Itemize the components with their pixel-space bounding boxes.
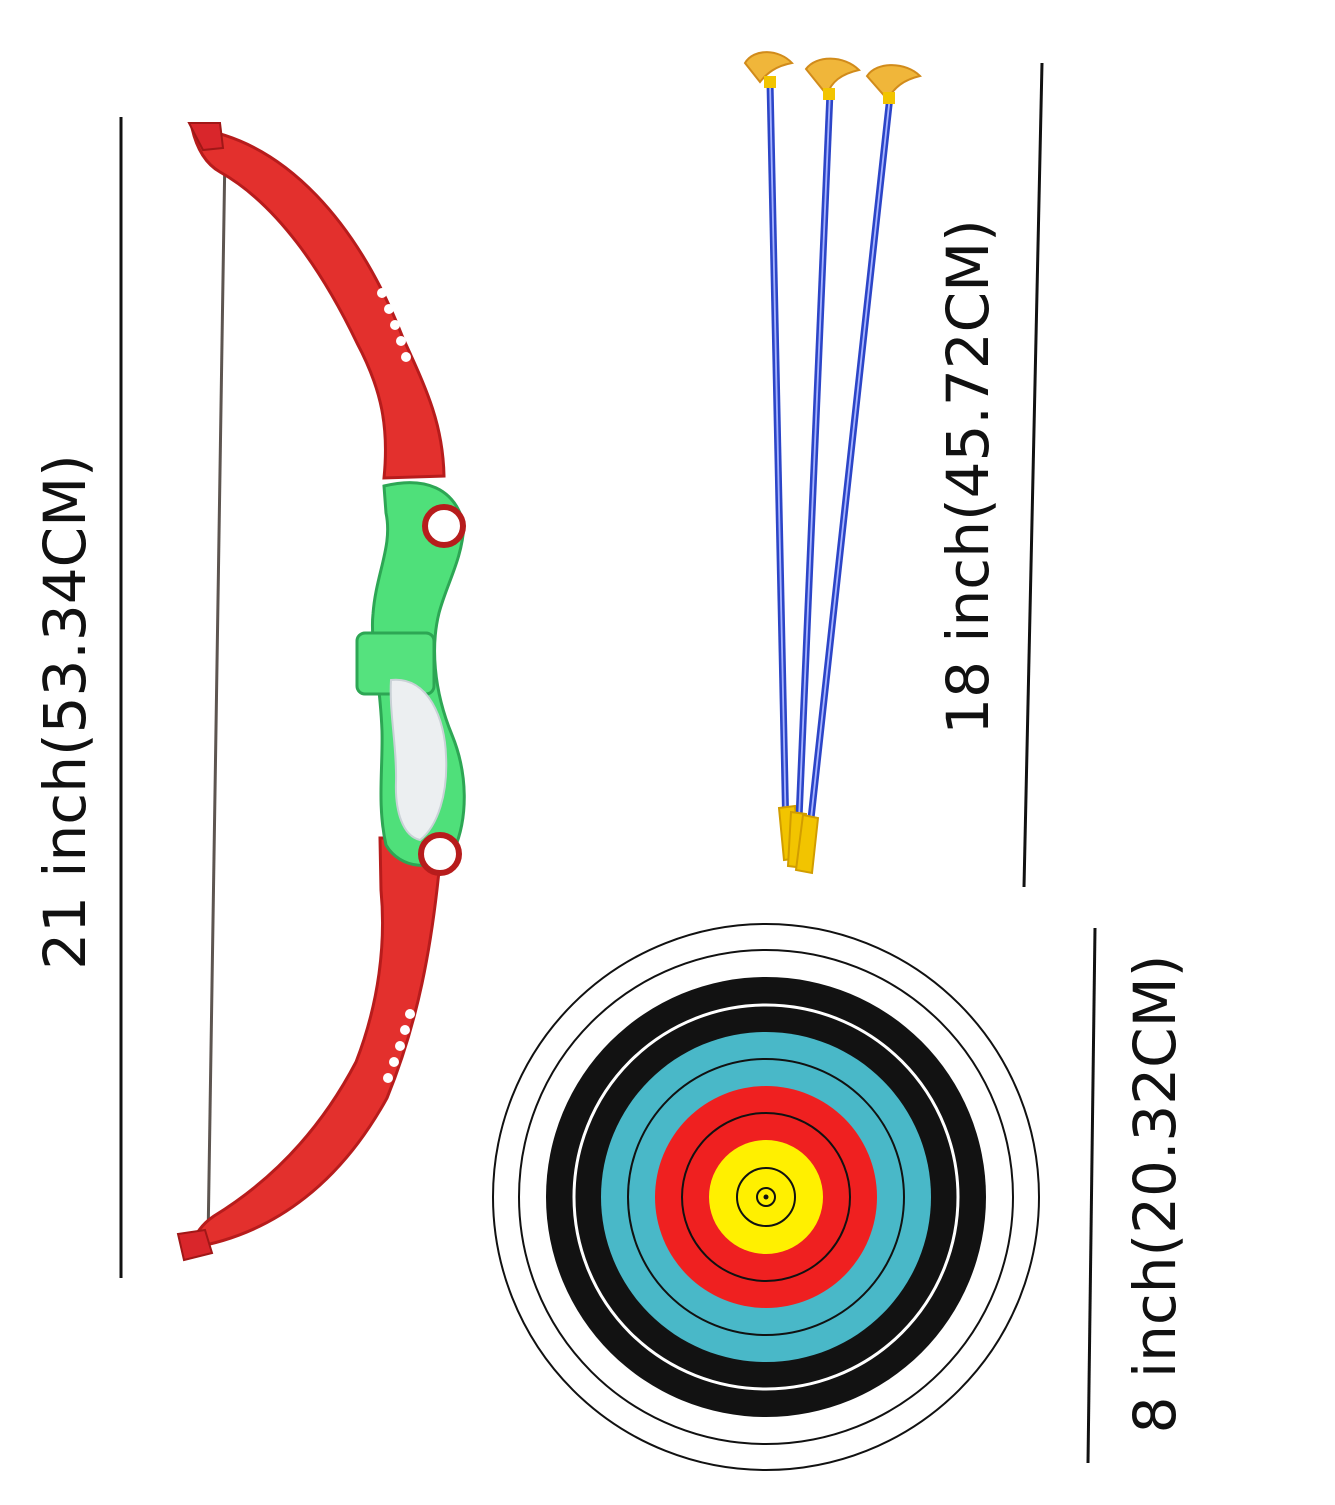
arrow-right: [794, 64, 922, 875]
archery-target: [492, 923, 1040, 1471]
target-yellow-divider: [736, 1167, 796, 1227]
arrow-left: [743, 51, 802, 862]
bow-dimension-label: 21 inch(53.34CM): [31, 454, 99, 970]
bow-string: [206, 149, 227, 1243]
arrow-center: [786, 57, 861, 870]
upper-limb-bolt: [422, 504, 466, 548]
target-red-divider: [681, 1112, 851, 1282]
lower-bow-tip: [176, 1228, 214, 1262]
target-blue-divider: [627, 1058, 905, 1336]
upper-bow-tip: [187, 122, 225, 152]
bow-limb-holes: [377, 288, 415, 1083]
arrow-measure-line: [1022, 62, 1044, 888]
bow: [176, 122, 466, 1262]
target-center-dot: [763, 1194, 769, 1200]
arrows: [743, 51, 922, 875]
lower-limb-bolt: [418, 832, 462, 876]
suction-cup: [804, 57, 861, 98]
target-bullseye-ring: [756, 1187, 776, 1207]
lower-bow-limb: [187, 836, 444, 1250]
grip-insert: [389, 678, 448, 842]
arrow-dimension-label: 18 inch(45.72CM): [934, 219, 1002, 735]
target-black-inner-divider: [572, 1003, 960, 1391]
target-measure-line: [1086, 927, 1097, 1464]
target-dimension-label: 8 inch(20.32CM): [1121, 954, 1189, 1434]
upper-bow-limb: [190, 126, 446, 480]
arrow-tip: [794, 813, 820, 875]
